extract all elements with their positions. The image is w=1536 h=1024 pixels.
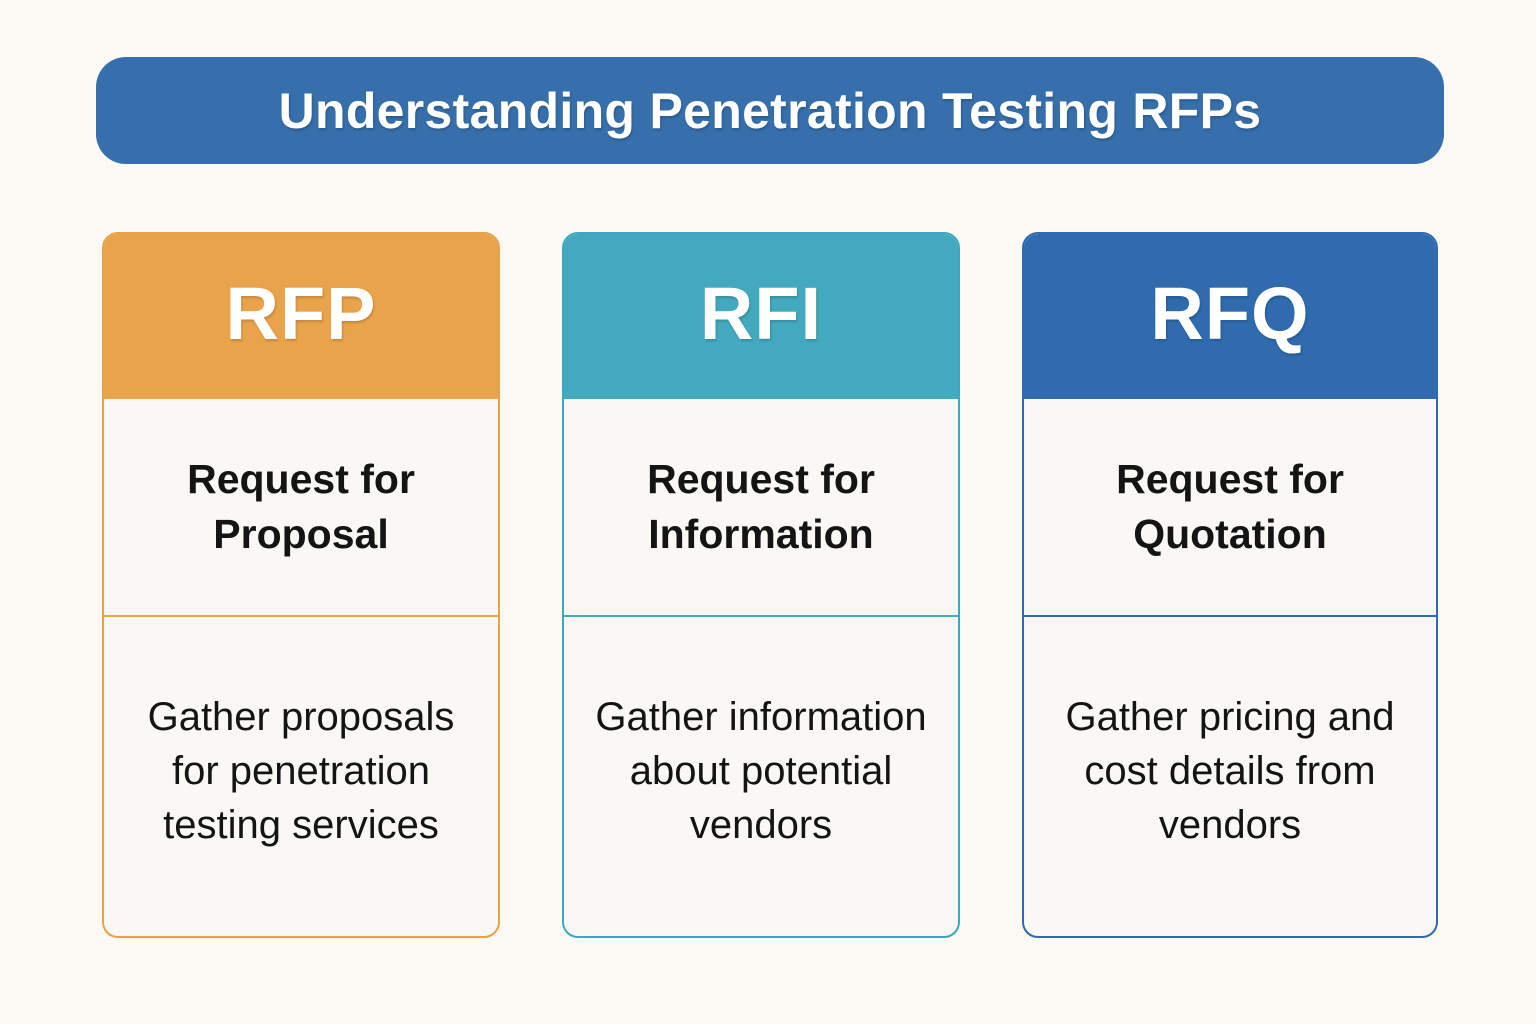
card-rfp-header: RFP [104,234,498,397]
card-rfp-abbreviation: RFP [225,272,377,355]
page-title: Understanding Penetration Testing RFPs [278,82,1262,139]
card-rfi-description: Gather information about potential vendo… [595,695,927,848]
card-rfq-header: RFQ [1024,234,1436,397]
card-rfi-title: Request for Information [647,456,875,557]
card-rfq-abbreviation: RFQ [1150,272,1310,355]
card-rfi-description-section: Gather information about potential vendo… [564,617,958,937]
card-rfp: RFP Request for Proposal Gather proposal… [102,232,500,938]
card-rfp-description-section: Gather proposals for penetration testing… [104,617,498,937]
title-banner: Understanding Penetration Testing RFPs [96,57,1444,164]
card-rfq-title-section: Request for Quotation [1024,396,1436,617]
card-rfi: RFI Request for Information Gather infor… [562,232,960,938]
card-rfp-title: Request for Proposal [187,456,415,557]
card-rfp-description: Gather proposals for penetration testing… [147,695,455,848]
card-row: RFP Request for Proposal Gather proposal… [0,232,1536,942]
card-rfi-header: RFI [564,234,958,397]
card-rfi-abbreviation: RFI [699,272,823,355]
card-rfq: RFQ Request for Quotation Gather pricing… [1022,232,1438,938]
card-rfp-title-section: Request for Proposal [104,396,498,617]
card-rfq-title: Request for Quotation [1116,456,1344,557]
card-rfq-description-section: Gather pricing and cost details from ven… [1024,617,1436,937]
card-rfq-description: Gather pricing and cost details from ven… [1065,695,1395,848]
card-rfi-title-section: Request for Information [564,396,958,617]
